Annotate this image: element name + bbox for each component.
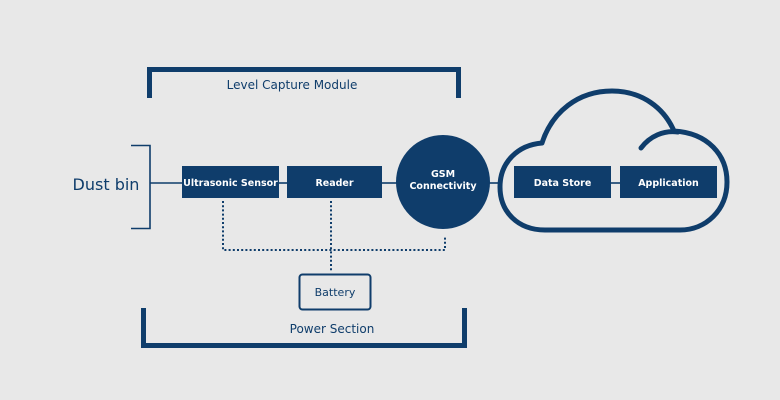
power-section-label: Power Section: [290, 322, 375, 336]
data-store-node: Data Store: [514, 166, 611, 198]
cloud-inner-curve: [638, 129, 681, 151]
battery-label: Battery: [315, 286, 356, 299]
data-store-box: [514, 166, 611, 198]
ultrasonic-sensor-label: Ultrasonic Sensor: [183, 178, 278, 189]
power-line-main: [222, 201, 446, 251]
ultrasonic-sensor-node: Ultrasonic Sensor: [182, 166, 279, 198]
cloud-icon: [497, 88, 730, 233]
dust-bin-label: Dust bin: [73, 175, 140, 194]
application-label: Application: [638, 178, 699, 189]
dust-bin-bracket: [131, 144, 151, 230]
battery-node: Battery: [298, 273, 372, 311]
gsm-label-line1: GSM: [431, 169, 455, 180]
gsm-connectivity-node: GSM Connectivity: [396, 135, 490, 229]
battery-box: [298, 273, 372, 311]
gsm-circle: [396, 135, 490, 229]
data-store-label: Data Store: [534, 178, 592, 189]
gsm-label-line2: Connectivity: [409, 181, 477, 192]
application-box: [620, 166, 717, 198]
application-node: Application: [620, 166, 717, 198]
reader-box: [287, 166, 382, 198]
level-capture-bracket: [147, 67, 461, 98]
ultrasonic-sensor-box: [182, 166, 279, 198]
reader-node: Reader: [287, 166, 382, 198]
level-capture-module-label: Level Capture Module: [227, 78, 358, 92]
reader-label: Reader: [315, 178, 353, 189]
power-section-bracket: [141, 308, 467, 348]
